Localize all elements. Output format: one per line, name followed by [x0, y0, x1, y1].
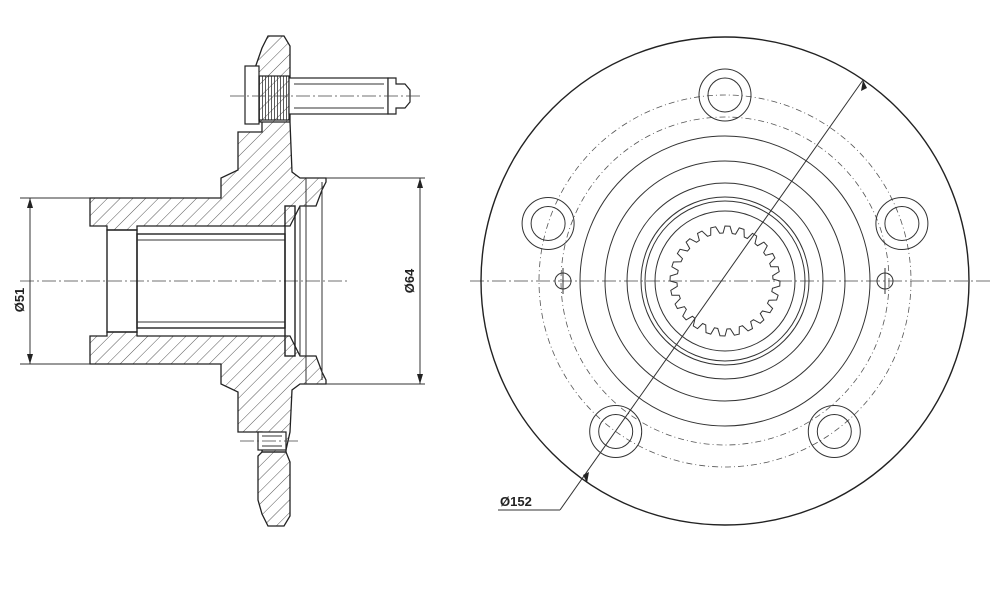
dimension-left-label: Ø51 [12, 288, 27, 313]
section-lower-flange [257, 451, 291, 527]
hub-circle-6 [654, 210, 796, 352]
inner-pitch-circle [560, 116, 890, 446]
dimension-bolt-circle-label: Ø152 [500, 494, 532, 509]
bolt-holes [521, 68, 929, 458]
hub-circle-2 [604, 160, 846, 402]
wheel-stud [230, 65, 420, 125]
pin-hole-right [876, 268, 894, 294]
bolt-hole [698, 68, 752, 122]
hub-circle-4 [640, 196, 810, 366]
hub-circle-5 [644, 200, 806, 362]
section-upper-half [89, 35, 327, 231]
hub-circle-3 [626, 182, 824, 380]
dimension-bolt-circle: Ø152 [498, 79, 867, 511]
splined-bore [669, 225, 781, 337]
hub-circle-1 [579, 135, 871, 427]
dimension-right: Ø64 [326, 177, 425, 385]
lower-plug [240, 431, 300, 451]
section-view: Ø51 Ø64 [12, 35, 425, 527]
front-view: Ø152 [470, 36, 990, 526]
dimension-right-label: Ø64 [402, 268, 417, 293]
section-lower-half [89, 331, 327, 453]
bolt-hole [521, 197, 575, 250]
bolt-hole [589, 405, 643, 458]
bolt-hole [807, 405, 861, 458]
bolt-hole [875, 197, 929, 250]
bolt-pitch-circle [538, 94, 912, 468]
outer-flange-circle [480, 36, 970, 526]
pin-hole-left [554, 268, 572, 294]
dimension-left: Ø51 [12, 197, 90, 365]
bore-step [284, 205, 296, 357]
